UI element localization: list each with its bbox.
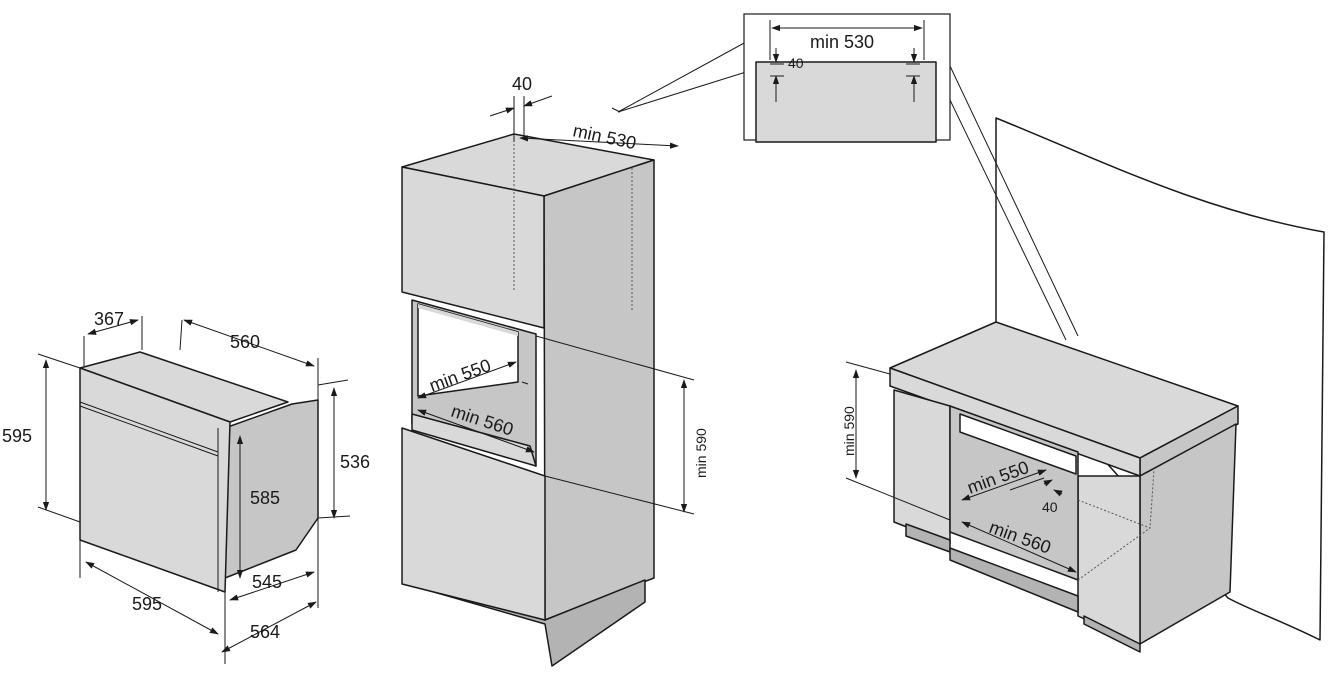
oven-drawing: 367 560 595 585 536 545 595 564 (2, 309, 370, 664)
base-dim-min-590-label: min 590 (841, 406, 857, 456)
dim-545-label: 545 (252, 572, 282, 592)
base-dim-40-label: 40 (1042, 499, 1058, 515)
inset-dim-40-label: 40 (788, 55, 804, 71)
dim-367-label: 367 (94, 309, 124, 329)
tall-cabinet-side (543, 159, 655, 621)
dim-min-590-label: min 590 (693, 428, 709, 478)
dim-40-label: 40 (512, 74, 532, 94)
dim-585-label: 585 (250, 488, 280, 508)
tall-cabinet-drawing: 40 min 530 min 550 min 560 min 590 (401, 74, 709, 667)
tall-cabinet-lower-door (401, 427, 546, 621)
dim-536-label: 536 (340, 452, 370, 472)
detail-inset: min 530 40 (617, 13, 951, 143)
inset-dim-min-530-label: min 530 (810, 32, 874, 52)
dim-595-height-label: 595 (2, 426, 32, 446)
inset-panel (755, 61, 937, 143)
dim-564-label: 564 (250, 622, 280, 642)
tall-cabinet-upper-door (401, 166, 545, 329)
dim-595-width-label: 595 (132, 594, 162, 614)
dim-560-label: 560 (230, 332, 260, 352)
base-cabinet-left-front (893, 389, 951, 545)
base-cabinet-drawing: min 590 min 550 40 min 560 (841, 65, 1325, 653)
